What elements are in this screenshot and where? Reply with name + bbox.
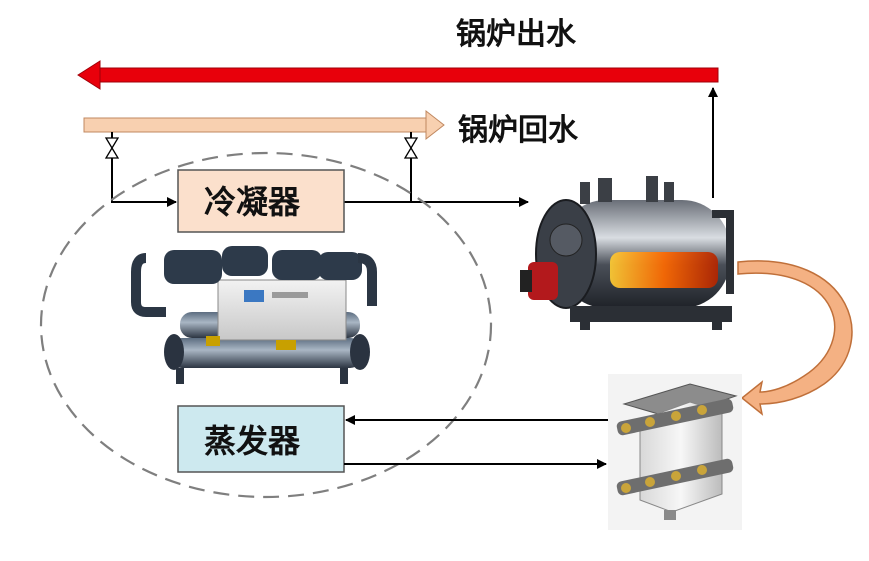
boiler-return-pipe [83,109,445,141]
condenser-inlet-line [111,132,177,207]
boiler-to-exchanger-curved-arrow [737,260,853,416]
heat-pump-boundary [39,151,493,499]
condenser-label: 冷凝器 [204,183,301,221]
industrial-boiler-image [520,176,734,330]
water-chiller-unit-image [131,246,377,384]
plate-heat-exchanger-image [608,374,742,530]
condenser-box [177,169,345,233]
evaporator-label: 蒸发器 [204,422,301,460]
evaporator-box [177,405,345,473]
boiler-outlet-label: 锅炉出水 [456,17,577,52]
butterfly-valve-icon [403,137,419,159]
boiler-return-label: 锅炉回水 [458,113,579,148]
condenser-outlet-line [344,132,529,207]
boiler-outlet-pipe [77,60,719,90]
butterfly-valve-icon [104,137,120,159]
